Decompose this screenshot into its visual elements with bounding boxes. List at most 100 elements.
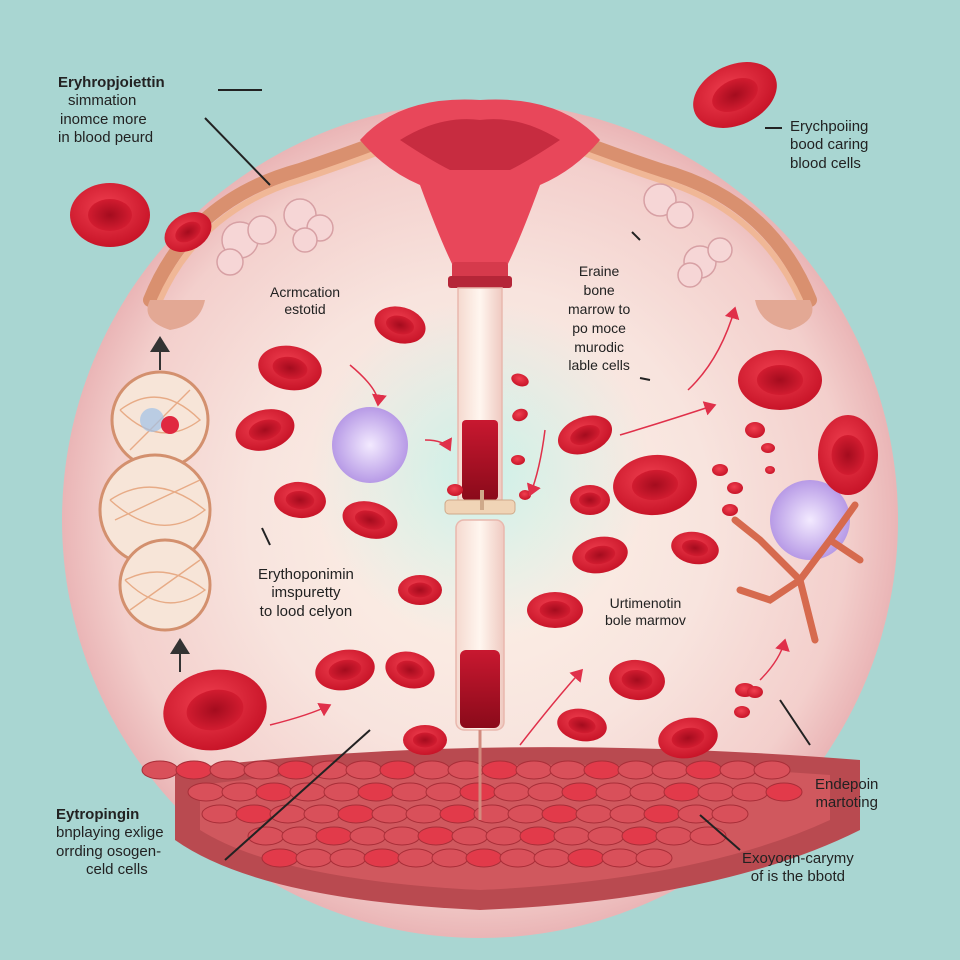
leader-lines	[204, 89, 811, 861]
tissue-cell	[651, 760, 689, 780]
bone-marrow-vessel	[143, 99, 817, 330]
red-blood-cell	[557, 708, 607, 742]
red-blood-cell	[765, 466, 775, 474]
tissue-cell	[753, 760, 791, 780]
red-blood-cell	[512, 408, 528, 422]
label-mid-right-line2: bole marmov	[605, 612, 686, 629]
tissue-cell	[303, 804, 341, 824]
label-mid-right-line1: Urtimenotin	[609, 595, 682, 611]
tissue-cell	[499, 848, 537, 868]
tissue-cell	[187, 782, 225, 802]
label-bottom-right-small-line1: Endepoin	[815, 776, 879, 793]
label-bottom-right-small: Endepoin martoting	[815, 776, 878, 813]
red-blood-cell	[342, 501, 398, 539]
tissue-cell	[677, 804, 715, 824]
flow-arrows	[269, 306, 790, 746]
tissue-cell	[261, 848, 299, 868]
label-mid-left-line3: to lood celyon	[259, 602, 353, 620]
tissue-cell	[459, 782, 497, 802]
tissue-cell	[689, 826, 727, 846]
label-bottom-right: Exoyogn-carymy of is the bbotd	[742, 850, 854, 887]
red-blood-cell	[403, 725, 447, 755]
tissue-cell	[601, 848, 639, 868]
tissue-cell	[247, 826, 285, 846]
label-activation-line2: estotid	[284, 301, 326, 318]
tissue-cell	[711, 804, 749, 824]
label-top-left-line4: in blood peurd	[58, 128, 154, 146]
label-bottom-right-line2: of is the bbotd	[750, 868, 845, 886]
red-blood-cell	[519, 490, 531, 500]
tissue-cell	[731, 782, 769, 802]
tissue-cell	[391, 782, 429, 802]
label-top-left-line2: simmation	[68, 92, 137, 110]
red-blood-cell	[738, 350, 822, 410]
tissue-cell	[439, 804, 477, 824]
tissue-cell	[349, 826, 387, 846]
tissue-cell	[697, 782, 735, 802]
tissue-cell	[549, 760, 587, 780]
receptor-cell-left	[332, 407, 408, 483]
tissue-cell	[561, 782, 599, 802]
red-blood-cell	[385, 651, 435, 689]
tissue-cell	[541, 804, 579, 824]
tissue-cell	[141, 760, 179, 780]
red-blood-cell	[163, 669, 267, 751]
tissue-cell	[277, 760, 315, 780]
tissue-cell	[345, 760, 383, 780]
tissue-cell	[663, 782, 701, 802]
tissue-cell	[629, 782, 667, 802]
label-marrow-line3: marrow to	[568, 300, 631, 317]
tissue-cell	[527, 782, 565, 802]
tissue-cell	[515, 760, 553, 780]
red-blood-cell	[398, 575, 442, 605]
label-activation: Acrmcation estotid	[270, 284, 340, 318]
label-marrow-line6: lable cells	[568, 357, 630, 374]
red-blood-cell	[722, 504, 738, 516]
tissue-cell	[481, 760, 519, 780]
tissue-cell	[451, 826, 489, 846]
red-blood-cell	[745, 422, 765, 438]
label-bottom-left-line4: celd cells	[86, 860, 148, 878]
tissue-cell	[533, 848, 571, 868]
label-mid-right: Urtimenotin bole marmov	[605, 595, 686, 629]
tissue-cell	[609, 804, 647, 824]
tissue-cell	[643, 804, 681, 824]
red-blood-cell	[374, 306, 426, 344]
label-mid-left: Erythoponimin imspuretty to lood celyon	[258, 566, 354, 621]
label-bottom-left-line3: orrding osogen-	[56, 842, 162, 860]
tissue-cell	[465, 848, 503, 868]
tissue-cell	[417, 826, 455, 846]
tissue-cell	[337, 804, 375, 824]
tissue-cell	[363, 848, 401, 868]
label-top-right-line2: bood caring	[790, 136, 869, 154]
tissue-cell	[595, 782, 633, 802]
tissue-cell	[553, 826, 591, 846]
label-mid-left-line1: Erythoponimin	[258, 566, 354, 583]
label-bottom-left: Eytropingin bnplaying exlige orrding oso…	[56, 806, 164, 879]
tissue-cell	[493, 782, 531, 802]
tissue-cell	[719, 760, 757, 780]
tissue-cell	[519, 826, 557, 846]
tissue-cell	[617, 760, 655, 780]
label-bottom-left-line2: bnplaying exlige	[56, 824, 164, 842]
red-blood-cell	[511, 455, 525, 465]
label-bottom-right-small-line2: martoting	[815, 794, 878, 812]
tissue-cell	[587, 826, 625, 846]
branching-vessel-right	[731, 501, 864, 644]
tissue-cell	[235, 804, 273, 824]
tissue-cell	[255, 782, 293, 802]
label-marrow-line2: bone	[583, 281, 615, 298]
label-activation-line1: Acrmcation	[270, 284, 341, 300]
red-blood-cell	[712, 464, 728, 476]
tissue-cell	[329, 848, 367, 868]
tissue-cell	[221, 782, 259, 802]
label-bottom-right-line1: Exoyogn-carymy	[742, 850, 854, 867]
label-top-right-line3: blood cells	[790, 154, 861, 172]
tissue-cell	[583, 760, 621, 780]
tissue-cell	[397, 848, 435, 868]
tissue-cell	[201, 804, 239, 824]
syringe	[444, 287, 516, 820]
tissue-cell	[621, 826, 659, 846]
label-top-left: Eryhropjoiettin simmation inomce more in…	[58, 74, 165, 147]
tissue-cell	[281, 826, 319, 846]
